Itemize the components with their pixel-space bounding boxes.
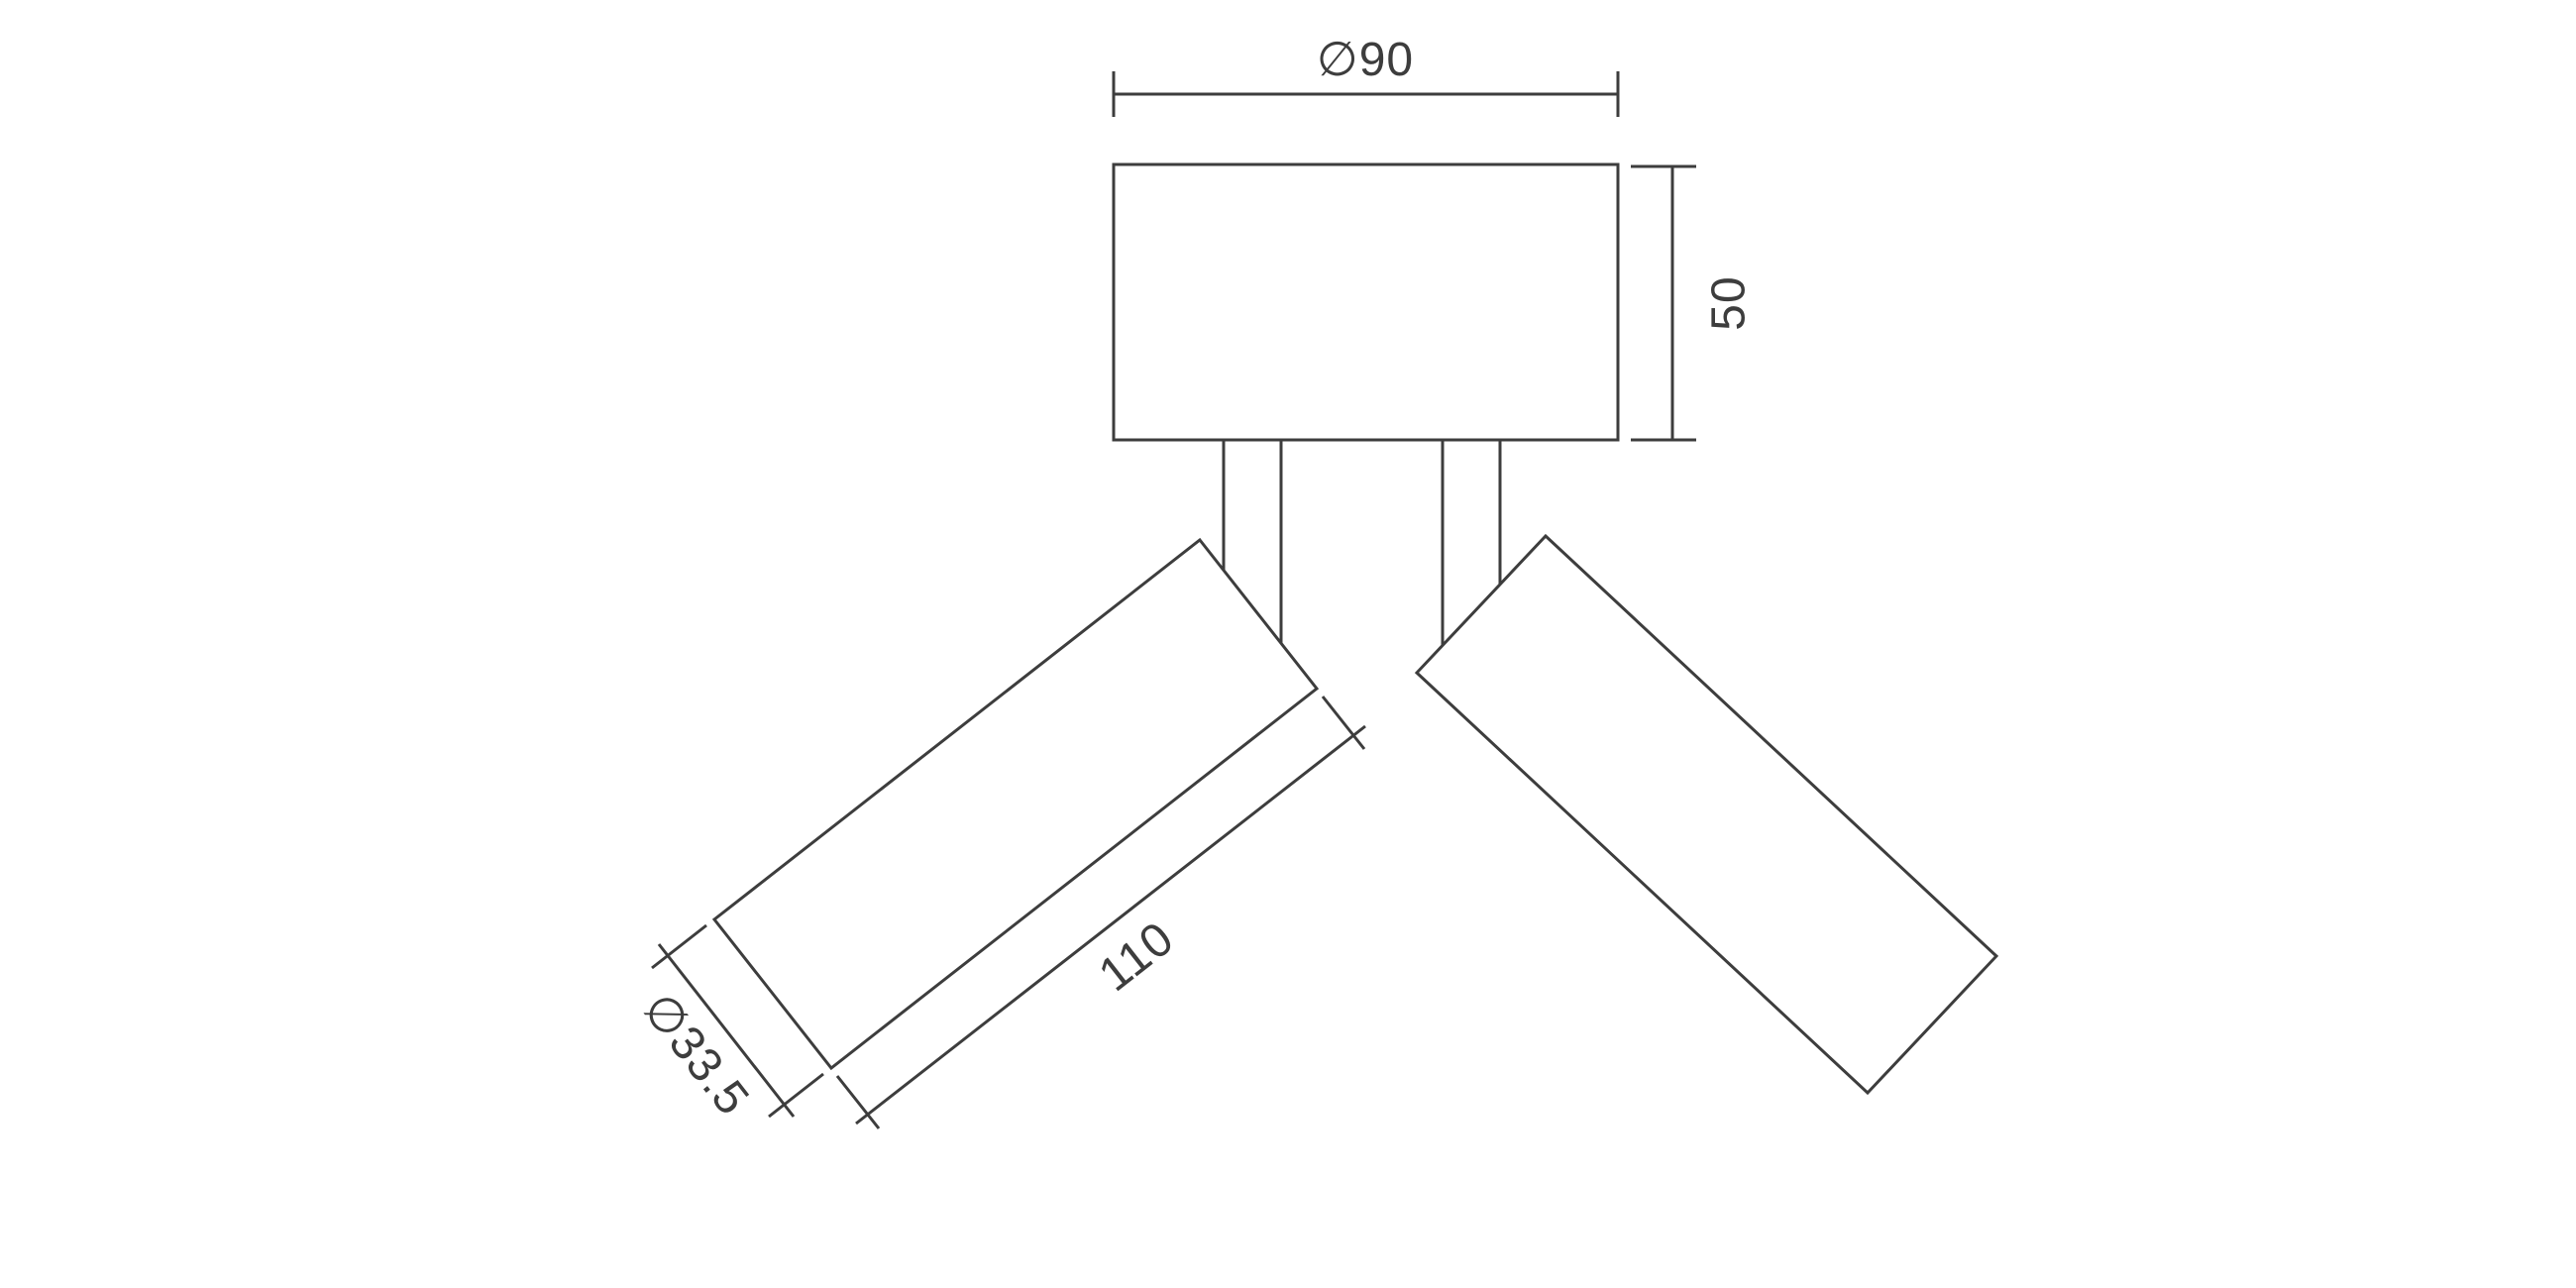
right-spot-head-outline (1414, 533, 1999, 1096)
head-diameter-dim-line (657, 943, 796, 1118)
drawing-lines (651, 71, 1999, 1129)
body-diameter-dimension (1112, 71, 1620, 117)
left-spot-head-outline (711, 537, 1320, 1071)
head-diameter-ext-line-upper (651, 923, 707, 970)
head-diameter-label: ∅33.5 (632, 984, 759, 1126)
body-diameter-label: ∅90 (1317, 34, 1414, 86)
head-length-ext-line-upper (1321, 696, 1366, 750)
head-diameter-dimension (651, 923, 824, 1119)
head-length-dim-line (855, 724, 1366, 1126)
head-length-ext-line-lower (835, 1075, 881, 1129)
head-length-label: 110 (1090, 912, 1184, 1002)
body-height-dimension (1631, 164, 1696, 442)
head-diameter-ext-line-lower (768, 1072, 824, 1119)
head-length-dimension (835, 696, 1366, 1129)
mounting-box-outline (1112, 162, 1620, 442)
body-height-label: 50 (1703, 275, 1756, 330)
